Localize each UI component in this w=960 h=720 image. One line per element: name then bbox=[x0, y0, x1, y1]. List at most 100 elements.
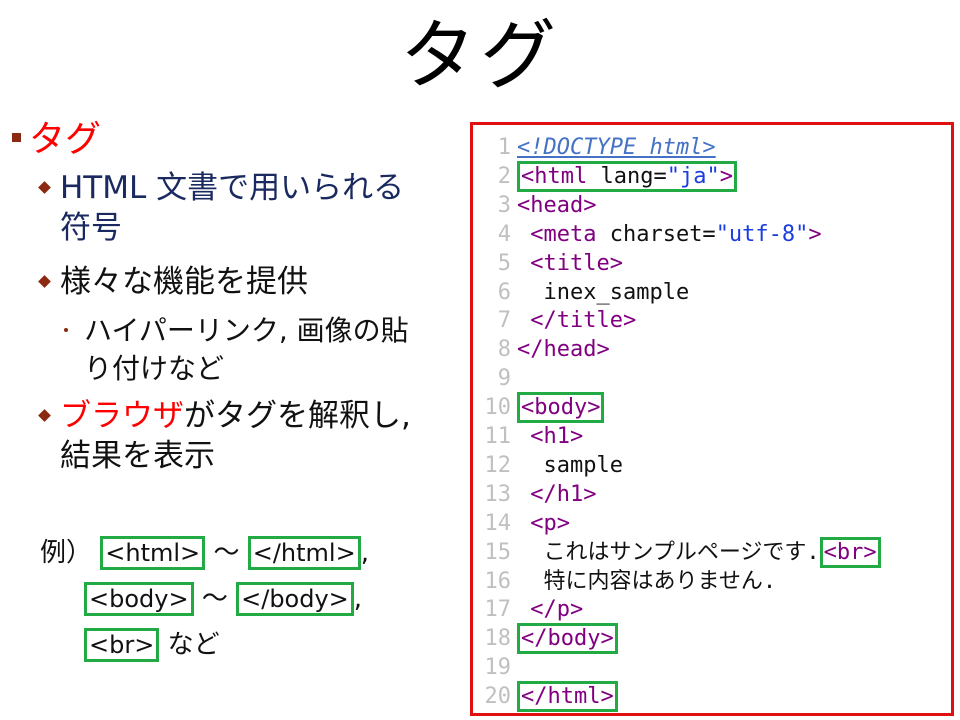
highlighted-tag: <body> bbox=[517, 392, 605, 424]
line-number: 7 bbox=[497, 308, 511, 334]
bullet-subitem-line2: り付けなど bbox=[84, 352, 225, 385]
line-number: 11 bbox=[484, 424, 512, 449]
bullet-subitem: ハイパーリンク, 画像の貼 り付けなど bbox=[64, 312, 464, 388]
code-token: </p> bbox=[517, 597, 584, 623]
bullet-item-1: HTML 文書で用いられる 符号 bbox=[40, 168, 460, 248]
bullet-item-2: 様々な機能を提供 bbox=[40, 262, 460, 302]
code-line: 3<head> bbox=[473, 191, 597, 220]
code-line: 1<!DOCTYPE html> bbox=[473, 133, 716, 162]
code-token: </head> bbox=[517, 337, 610, 363]
code-line: 11 <h1> bbox=[473, 422, 584, 451]
line-number: 19 bbox=[484, 655, 512, 681]
code-token: <meta bbox=[517, 221, 610, 247]
bullet-item-3: ブラウザがタグを解釈し, 結果を表示 bbox=[40, 396, 460, 476]
body-open-tag: <body> bbox=[84, 582, 194, 616]
code-token: <h1> bbox=[517, 424, 584, 449]
bullet-heading: タグ bbox=[12, 118, 101, 162]
line-number: 3 bbox=[497, 192, 511, 218]
code-line: 6 inex_sample bbox=[473, 278, 689, 307]
code-token: <head> bbox=[517, 192, 597, 218]
code-line: 12 sample bbox=[473, 451, 623, 480]
line-number: 2 bbox=[497, 163, 511, 189]
code-token: "utf-8" bbox=[715, 221, 809, 247]
line-number: 1 bbox=[497, 135, 511, 160]
comma: , bbox=[353, 584, 363, 614]
browser-highlight: ブラウザ bbox=[60, 398, 184, 434]
slide-title: タグ bbox=[400, 11, 560, 100]
code-line: 15 これはサンプルページです.<br> bbox=[473, 536, 881, 568]
code-line: 21 bbox=[473, 711, 517, 713]
code-token: </h1> bbox=[517, 481, 597, 507]
dot-bullet-icon bbox=[64, 328, 68, 332]
example-line-2: <body> ～ </body>, bbox=[84, 582, 362, 616]
line-number: 8 bbox=[497, 337, 511, 363]
line-number: 15 bbox=[484, 539, 512, 565]
code-token: inex_sample bbox=[517, 279, 690, 305]
code-token: これはサンプルページです. bbox=[517, 539, 820, 565]
br-tag: <br> bbox=[84, 628, 160, 662]
line-number: 10 bbox=[484, 395, 512, 421]
highlighted-tag: </body> bbox=[517, 623, 618, 655]
line-number: 6 bbox=[497, 279, 511, 305]
example-suffix: など bbox=[167, 630, 220, 660]
code-line: 5 <title> bbox=[473, 249, 623, 278]
code-token: <p> bbox=[517, 510, 570, 536]
line-number: 12 bbox=[484, 452, 512, 478]
code-line: 10 <body> bbox=[473, 392, 605, 424]
tilde: ～ bbox=[201, 584, 228, 614]
highlighted-tag: <br> bbox=[819, 536, 881, 568]
code-line: 17 </p> bbox=[473, 595, 584, 624]
bullet-item-2-text: 様々な機能を提供 bbox=[60, 264, 308, 300]
line-number: 9 bbox=[497, 366, 511, 392]
code-token: </title> bbox=[517, 308, 637, 334]
code-line: 2<html lang="ja"> bbox=[473, 160, 737, 192]
code-listing: 1<!DOCTYPE html>2<html lang="ja">3<head>… bbox=[470, 122, 954, 716]
code-token: sample bbox=[517, 452, 623, 478]
line-number: 16 bbox=[484, 568, 512, 594]
code-line: 16 特に内容はありません. bbox=[473, 567, 777, 596]
line-number: 13 bbox=[484, 481, 512, 507]
code-token: <title> bbox=[517, 250, 623, 276]
code-line: 20</html> bbox=[473, 681, 618, 713]
bullet-item-3-rest: がタグを解釈し, bbox=[184, 398, 411, 434]
html-open-tag: <html> bbox=[100, 536, 206, 570]
code-line: 14 <p> bbox=[473, 509, 570, 538]
bullet-subitem-line1: ハイパーリンク, 画像の貼 bbox=[84, 314, 409, 347]
highlighted-tag: <html lang="ja"> bbox=[517, 160, 737, 192]
code-line: 19 bbox=[473, 653, 517, 682]
code-line: 13 </h1> bbox=[473, 480, 597, 509]
code-line: 8</head> bbox=[473, 335, 610, 364]
example-line-1: 例） <html> ～ </html>, bbox=[40, 536, 369, 570]
line-number: 20 bbox=[484, 684, 512, 710]
bullet-item-1-line1: HTML 文書で用いられる bbox=[60, 170, 405, 206]
tilde: ～ bbox=[213, 538, 240, 568]
line-number: 17 bbox=[484, 597, 512, 623]
body-close-tag: </body> bbox=[236, 582, 354, 616]
bullet-item-3-line2: 結果を表示 bbox=[60, 438, 215, 474]
line-number: 4 bbox=[497, 221, 511, 247]
bullet-item-3-line1: ブラウザがタグを解釈し, bbox=[40, 396, 460, 436]
bullet-item-1-line2: 符号 bbox=[60, 210, 122, 246]
line-number: 18 bbox=[484, 626, 512, 652]
code-token: lang= bbox=[600, 163, 667, 189]
code-line: 4 <meta charset="utf-8"> bbox=[473, 220, 822, 249]
line-number: 14 bbox=[484, 510, 512, 536]
line-number: 21 bbox=[473, 711, 511, 713]
square-bullet-icon bbox=[12, 132, 21, 142]
code-token: <html bbox=[521, 163, 601, 189]
line-number: 5 bbox=[497, 250, 511, 276]
example-line-3: <br> など bbox=[84, 628, 220, 662]
code-line: 7 </title> bbox=[473, 306, 636, 335]
bullet-heading-text: タグ bbox=[29, 119, 102, 160]
code-line: 9 bbox=[473, 364, 517, 393]
code-line: 18 </body> bbox=[473, 623, 618, 655]
example-label: 例） bbox=[40, 538, 93, 568]
code-token: > bbox=[808, 221, 822, 247]
code-token: <!DOCTYPE html> bbox=[517, 135, 716, 160]
code-token: </body> bbox=[521, 626, 614, 652]
code-token: > bbox=[719, 163, 733, 189]
code-token: 特に内容はありません. bbox=[517, 568, 777, 594]
comma: , bbox=[360, 538, 369, 568]
html-close-tag: </html> bbox=[247, 536, 361, 570]
code-token: <body> bbox=[521, 395, 601, 421]
